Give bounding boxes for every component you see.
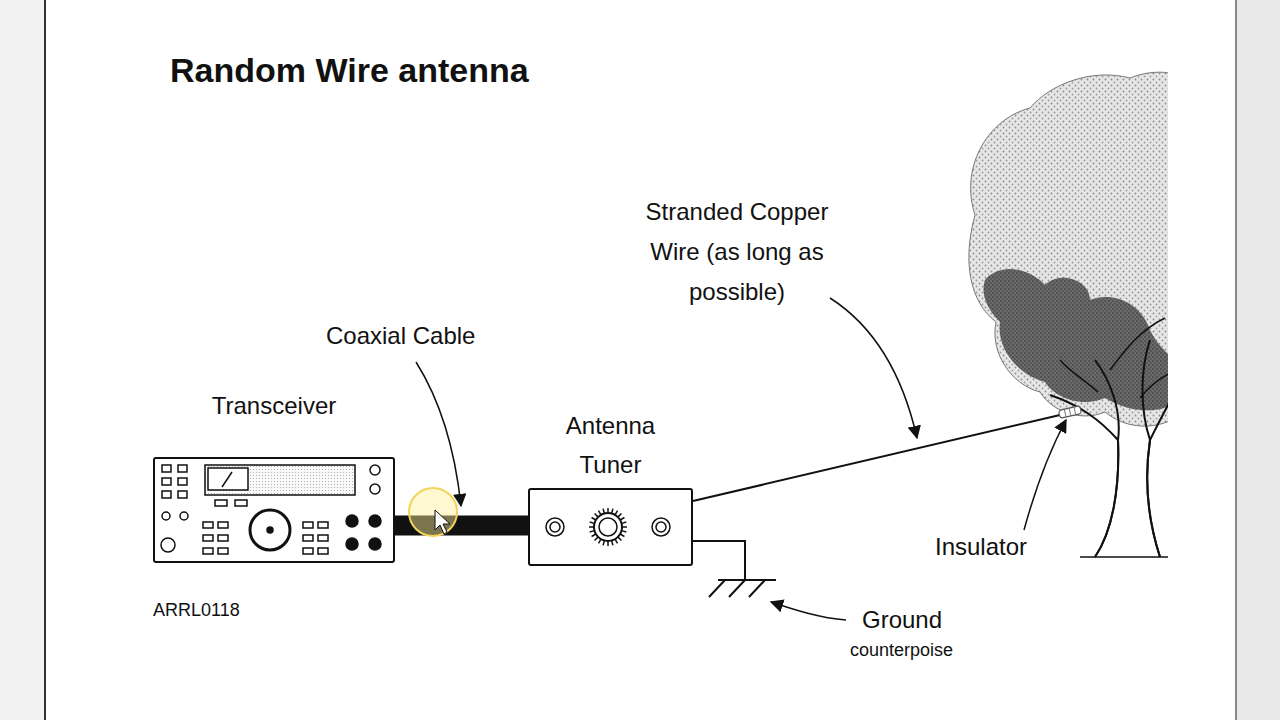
insulator <box>1058 406 1081 419</box>
knob-tick <box>599 511 602 515</box>
knob-tick <box>595 514 599 518</box>
box-heading: Antenna Tuner <box>541 406 681 484</box>
antenna-tuner-box: Antenna Tuner <box>528 488 693 566</box>
knob-tick <box>607 508 609 513</box>
mouse-cursor <box>435 510 450 534</box>
click-highlight <box>409 488 457 536</box>
ground-label: Ground <box>862 606 942 635</box>
slide-edge <box>44 0 46 720</box>
figure-id: ARRL0118 <box>153 600 240 622</box>
knob-tick <box>618 537 622 541</box>
knob-tick <box>592 534 596 537</box>
knob-tick <box>607 541 609 546</box>
knob-tick <box>595 537 599 541</box>
knob-tick <box>615 539 618 543</box>
tree <box>969 72 1168 557</box>
ground-symbol <box>693 541 776 597</box>
knob-tick <box>592 518 596 521</box>
knob-tick <box>612 509 613 514</box>
edge-label: Coaxial Cable <box>326 322 475 351</box>
transceiver-box: Transceiver <box>153 457 395 563</box>
knob-tick <box>620 534 624 537</box>
counterpoise-label: counterpoise <box>850 640 953 662</box>
margin <box>0 0 44 720</box>
leader-lines <box>416 298 1066 620</box>
knob-tick <box>590 522 595 523</box>
box-heading: Transceiver <box>174 386 374 425</box>
slide-edge <box>1235 0 1237 720</box>
antenna-wire <box>693 415 1060 501</box>
knob-tick <box>589 526 594 528</box>
transceiver-panel <box>161 465 381 554</box>
knob-tick <box>622 531 627 532</box>
knob-tick <box>622 522 627 523</box>
wire-label: Stranded Copper Wire (as long as possibl… <box>632 192 842 312</box>
slide-title: Random Wire antenna <box>170 50 529 91</box>
knob-tick <box>622 526 627 528</box>
knob-tick <box>603 541 604 546</box>
knob-tick <box>618 514 622 518</box>
margin <box>1237 0 1280 720</box>
knob-tick <box>612 541 613 546</box>
knob-tick <box>599 539 602 543</box>
knob-tick <box>590 531 595 532</box>
knob-tick <box>620 518 624 521</box>
knob-tick <box>603 509 604 514</box>
insulator-label: Insulator <box>935 533 1027 562</box>
knob-tick <box>615 511 618 515</box>
tuner-panel <box>546 508 670 546</box>
